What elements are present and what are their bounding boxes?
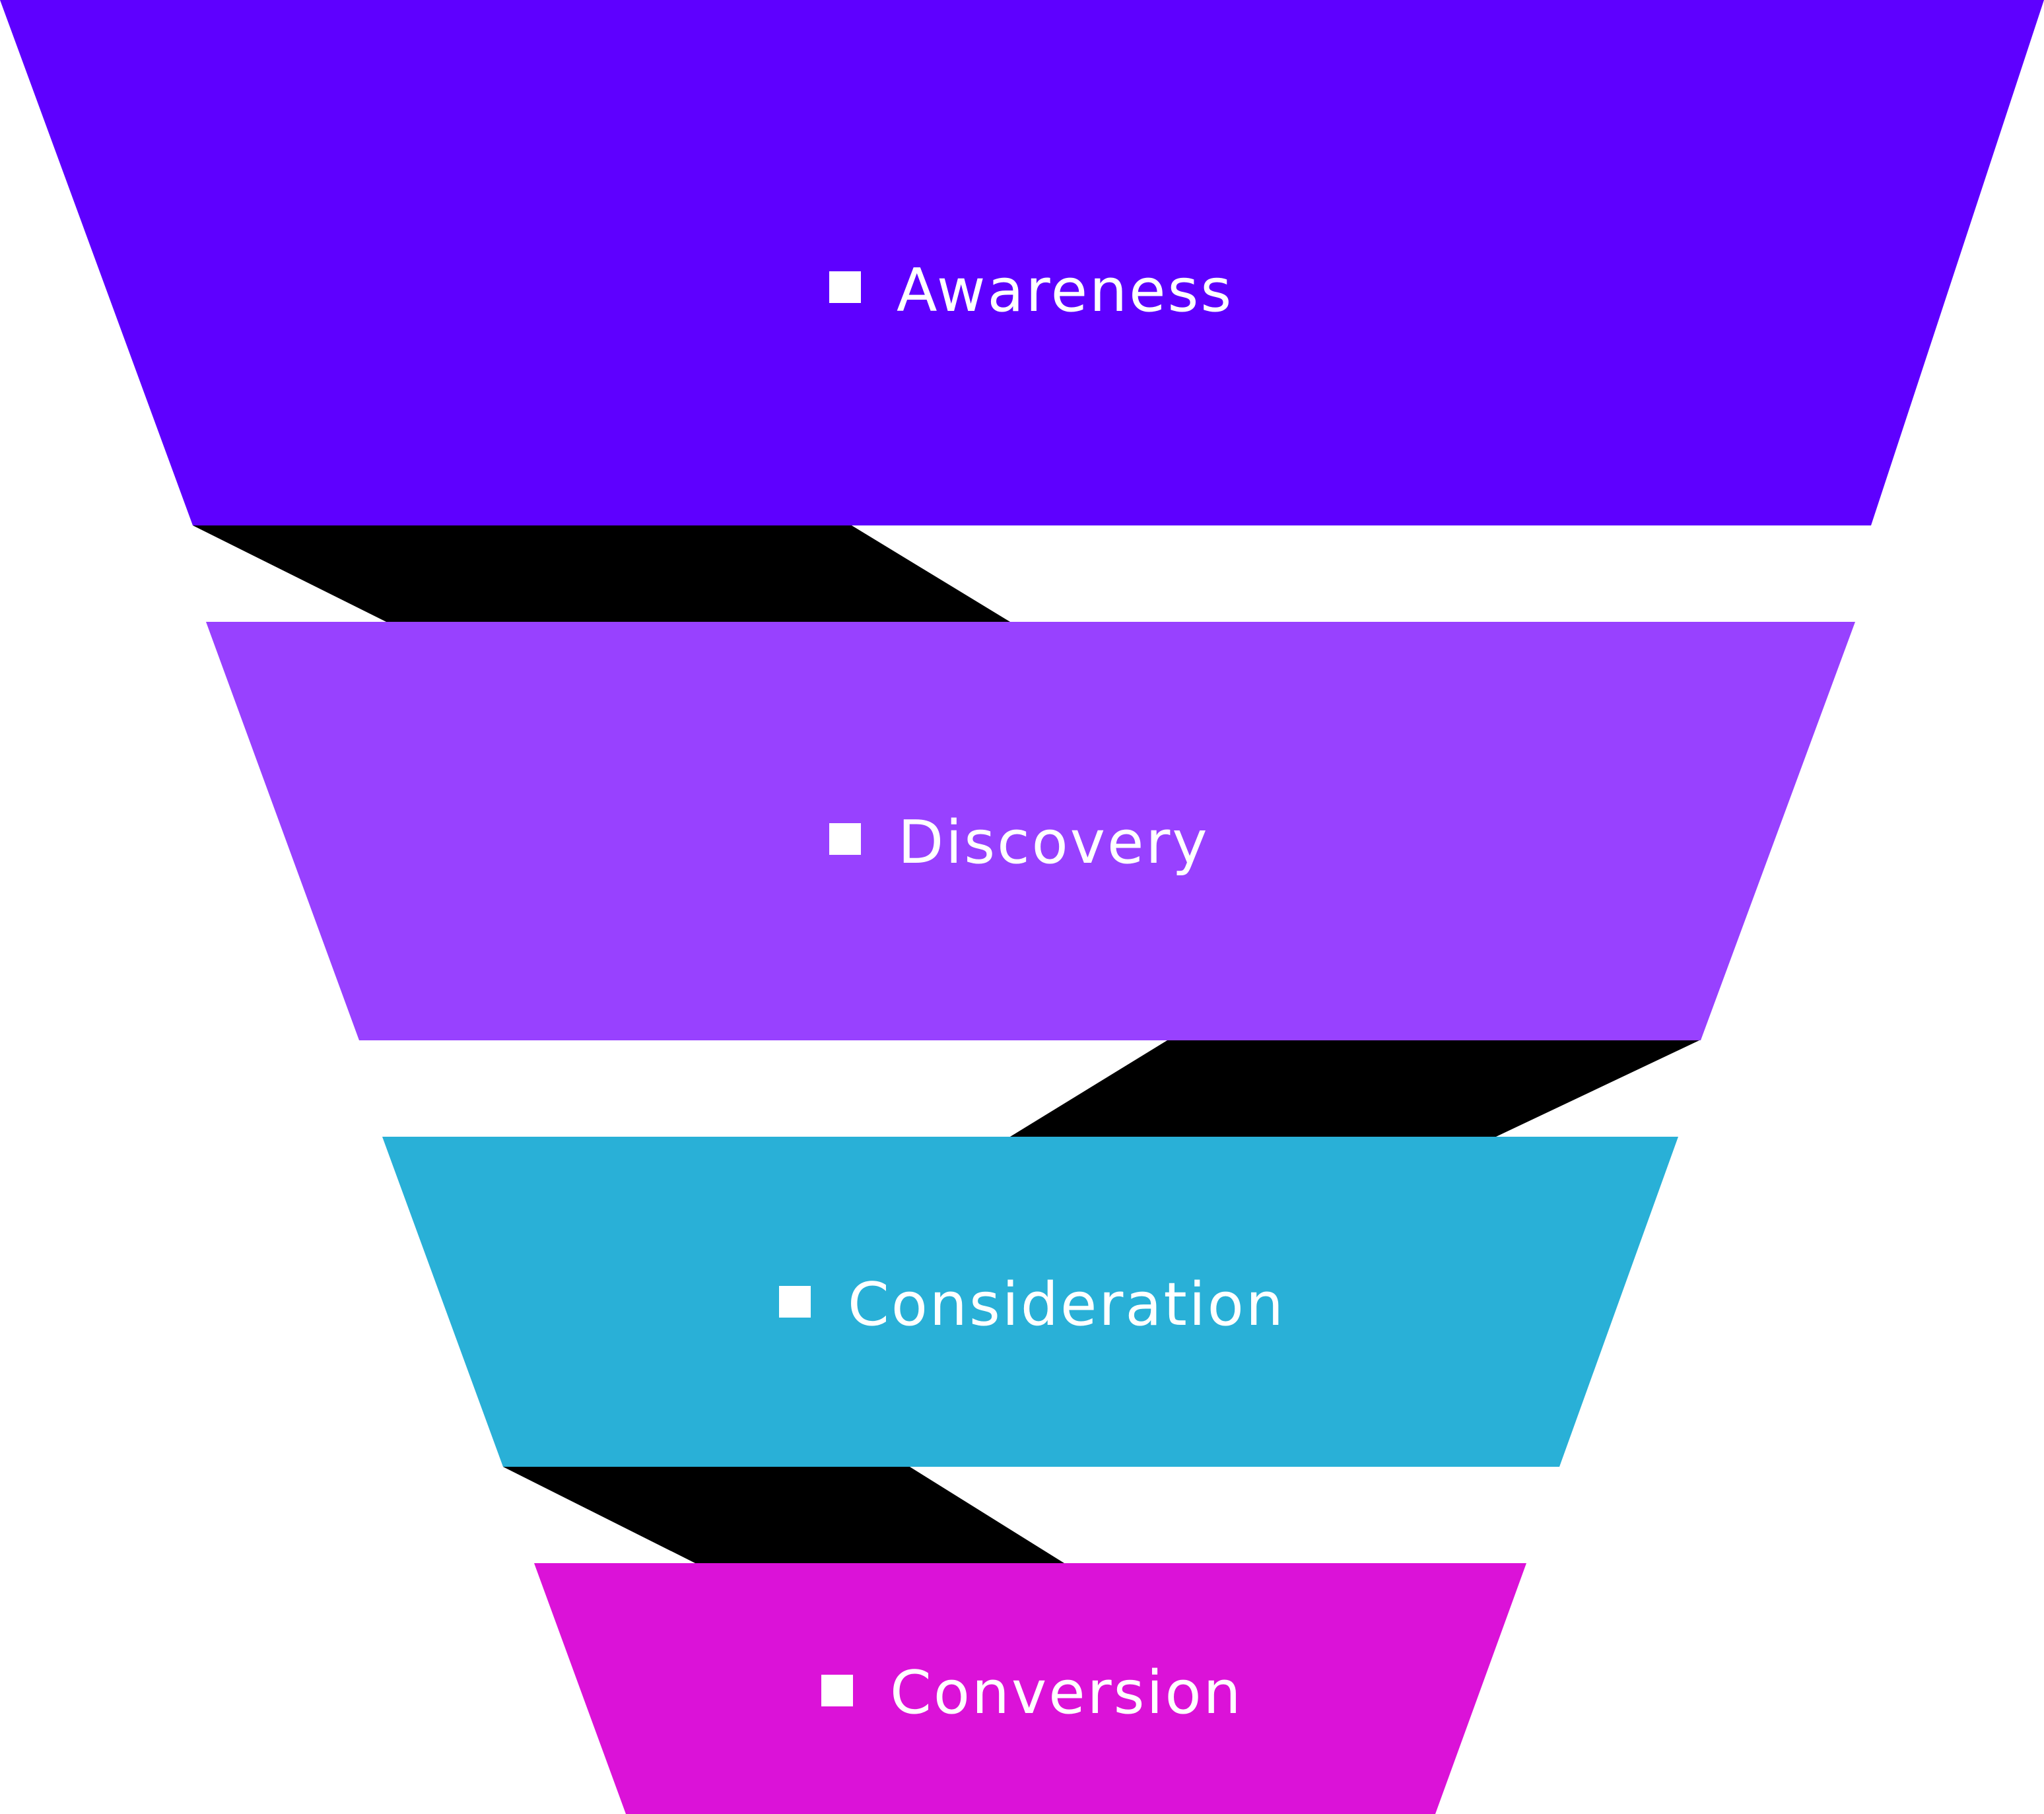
square-bullet-icon — [829, 271, 861, 303]
funnel-stage-conversion: Conversion — [534, 1563, 1526, 1814]
square-bullet-icon — [779, 1286, 811, 1318]
stage-band-discovery — [206, 622, 1855, 1040]
stage-label-awareness: Awareness — [897, 256, 1233, 325]
funnel-stage-awareness: Awareness — [0, 0, 2044, 525]
funnel-stage-consideration: Consideration — [382, 1137, 1678, 1467]
connector-discovery-consideration — [1010, 1040, 1699, 1137]
stage-band-consideration — [382, 1137, 1678, 1467]
stage-label-discovery: Discovery — [898, 808, 1209, 877]
connector-awareness-discovery — [193, 525, 1010, 622]
square-bullet-icon — [829, 823, 861, 855]
stage-label-conversion: Conversion — [890, 1658, 1243, 1728]
funnel-stage-discovery: Discovery — [206, 622, 1855, 1040]
stage-band-conversion — [534, 1563, 1526, 1814]
stage-band-awareness — [0, 0, 2044, 525]
stage-label-consideration: Consideration — [848, 1270, 1285, 1339]
square-bullet-icon — [821, 1675, 853, 1706]
connector-consideration-conversion — [503, 1467, 1064, 1563]
